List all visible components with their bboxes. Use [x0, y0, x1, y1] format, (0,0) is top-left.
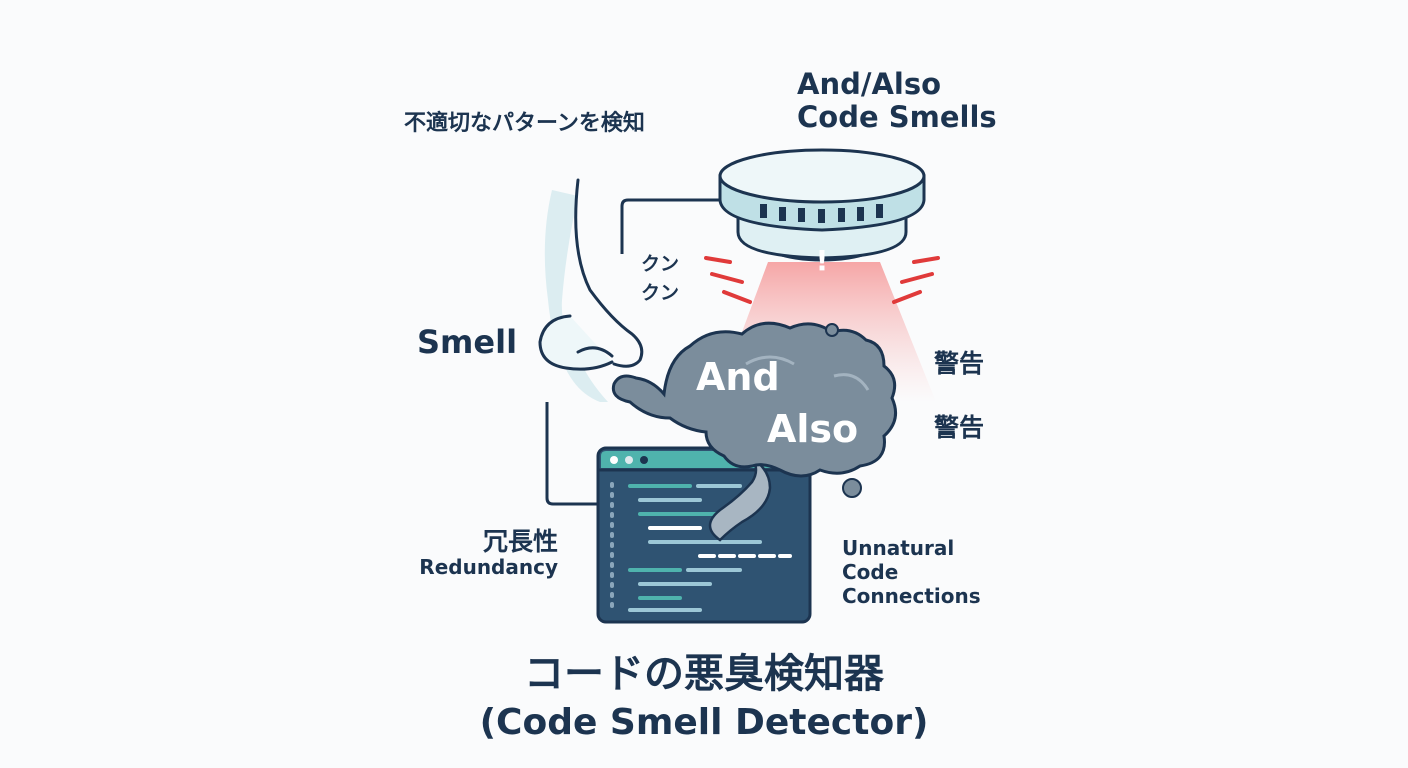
smoke-cloud-icon [611, 321, 898, 542]
smell-label: Smell [417, 323, 518, 361]
warning-label-2: 警告 [934, 413, 985, 442]
smoke-detector-icon [718, 148, 926, 262]
detector-title: And/Also Code Smells [797, 68, 997, 134]
smoke-word-also: Also [767, 407, 859, 451]
nose-icon [538, 178, 644, 402]
detector-title-line-1: And/Also [797, 67, 942, 101]
smoke-word-and: And [696, 355, 780, 399]
sniff-sound-1: クン [641, 253, 680, 275]
alarm-exclamation: ! [816, 244, 829, 277]
detector-title-line-2: Code Smells [797, 100, 997, 134]
warning-label-1: 警告 [934, 349, 985, 378]
code-window-icon [596, 446, 812, 624]
sniff-sound-2: クン [641, 282, 680, 304]
main-title: コードの悪臭検知器 [524, 651, 884, 697]
redundancy-label-jp: 冗長性 [482, 527, 558, 556]
redundancy-label-en: Redundancy [419, 555, 558, 579]
unnatural-line-1: Unnatural [842, 536, 955, 560]
connector-lines [545, 198, 728, 506]
detect-pattern-label: 不適切なパターンを検知 [404, 111, 645, 136]
unnatural-line-3: Connections [842, 584, 981, 608]
main-subtitle: (Code Smell Detector) [479, 702, 929, 743]
alarm-rays [704, 256, 940, 304]
unnatural-line-2: Code [842, 560, 899, 584]
unnatural-connections-label: Unnatural Code Connections [842, 536, 981, 608]
